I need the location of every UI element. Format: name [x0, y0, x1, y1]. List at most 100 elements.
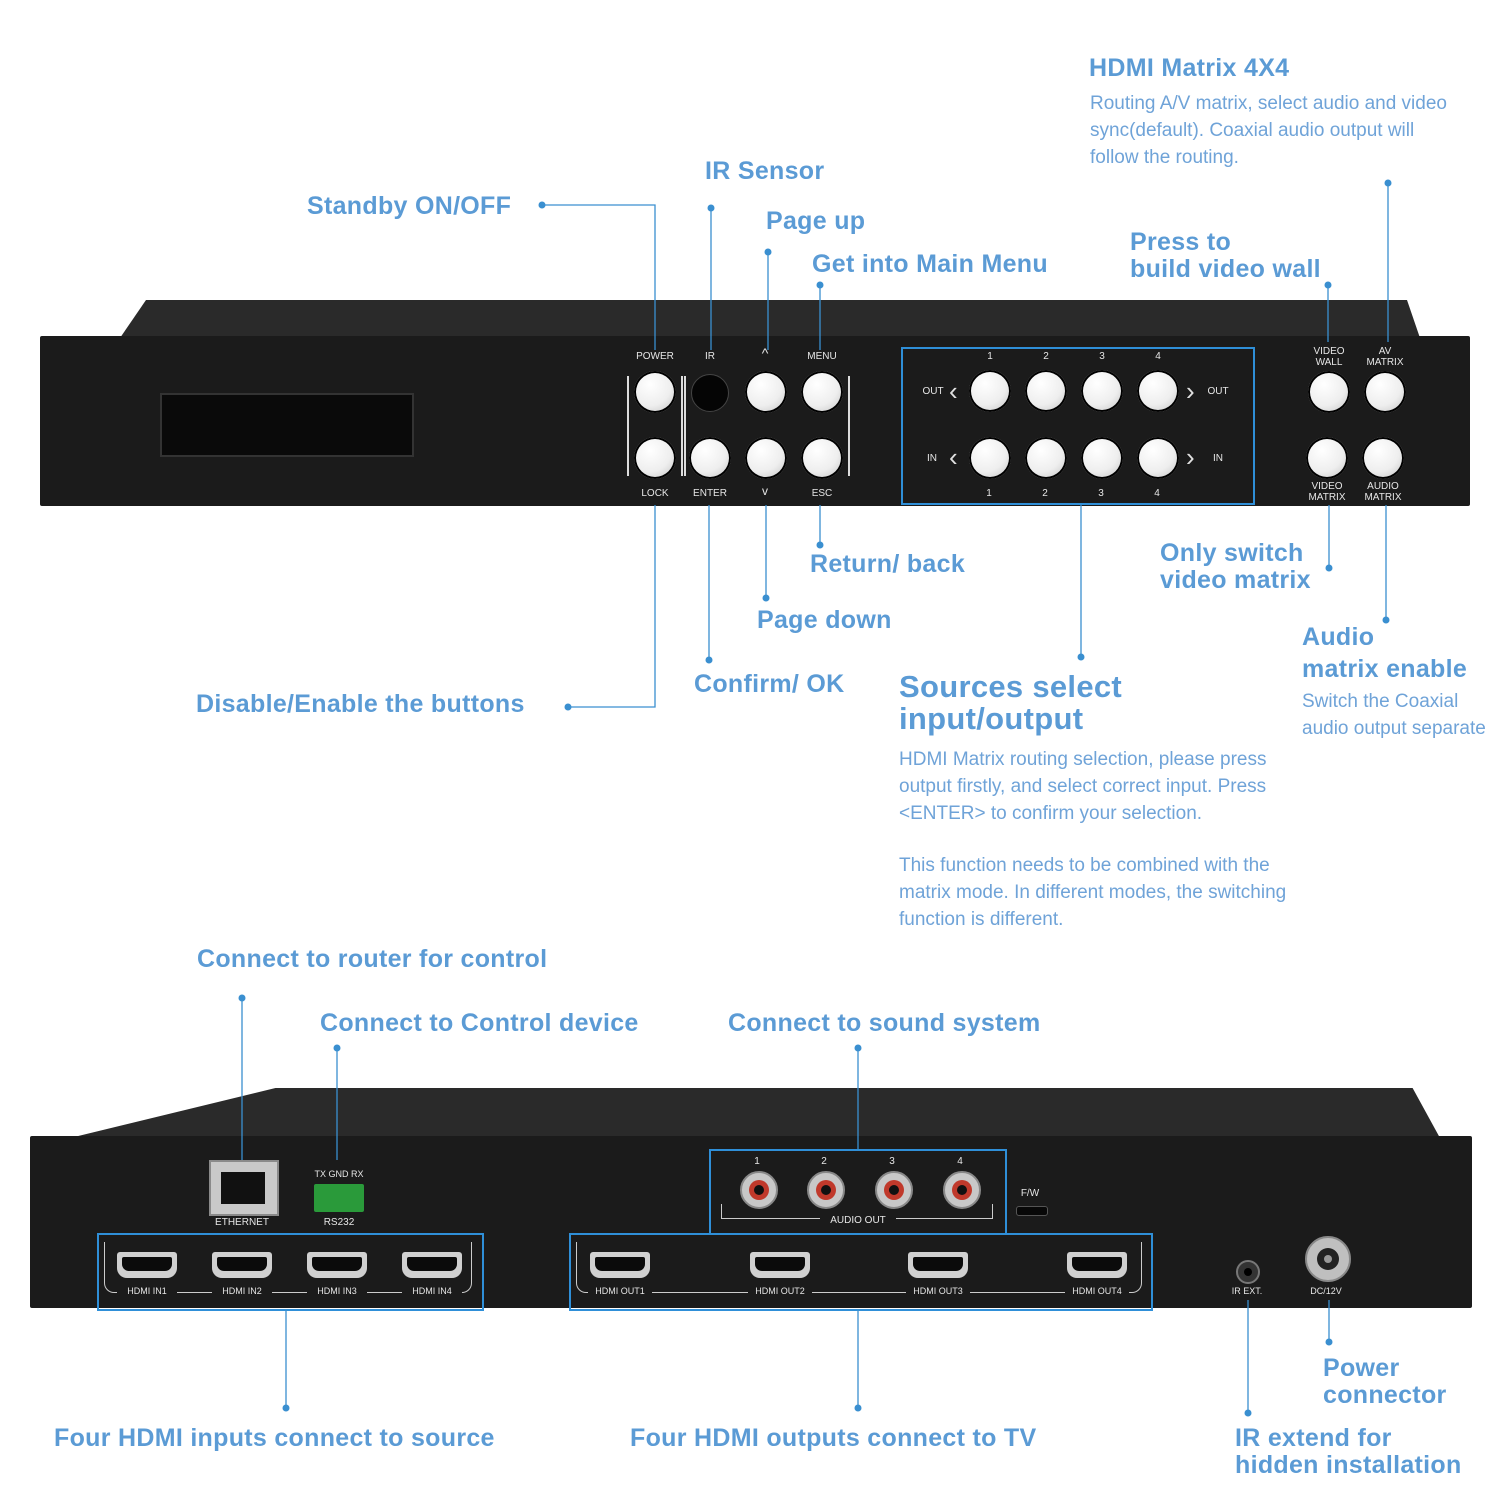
fw-port[interactable] [1016, 1206, 1048, 1216]
input-4-button[interactable] [1137, 437, 1179, 479]
in-num-4: 4 [1154, 488, 1160, 499]
out-right-chevron-icon: › [1186, 376, 1195, 406]
out-num-3: 3 [1099, 351, 1105, 362]
nav-bracket [684, 376, 850, 476]
dc-silk: DC/12V [1310, 1286, 1342, 1296]
audio-out-1-jack[interactable] [740, 1171, 778, 1209]
hdmi-in-3-port[interactable] [307, 1252, 367, 1278]
out-num-1: 1 [987, 351, 993, 362]
sources-desc-1: HDMI Matrix routing selection, please pr… [899, 749, 1267, 824]
page-down-button[interactable] [745, 437, 787, 479]
audio-matrix-button[interactable] [1362, 437, 1404, 479]
hdmi-out-3-silk: HDMI OUT3 [906, 1286, 970, 1297]
lock-silk: LOCK [641, 488, 669, 499]
hdmi-out-4-silk: HDMI OUT4 [1065, 1286, 1129, 1297]
ir-sensor-label: IR Sensor [705, 157, 825, 185]
in-right-chevron-icon: › [1186, 442, 1195, 472]
hdmi-in-2-port[interactable] [212, 1252, 272, 1278]
rs232-pins-silk: TX GND RX [314, 1169, 364, 1179]
input-2-button[interactable] [1025, 437, 1067, 479]
hdmi-outputs-label: Four HDMI outputs connect to TV [630, 1424, 1037, 1452]
ir-ext-silk: IR EXT. [1231, 1286, 1263, 1296]
confirm-ok-label: Confirm/ OK [694, 670, 845, 698]
in-silk-left: IN [927, 453, 937, 464]
up-silk: ^ [761, 345, 769, 361]
audio-num-4: 4 [957, 1156, 963, 1167]
disable-enable-label: Disable/Enable the buttons [196, 690, 525, 718]
hdmi-out-2-port[interactable] [750, 1252, 810, 1278]
hdmi-in-4-port[interactable] [402, 1252, 462, 1278]
out-left-chevron-icon: ‹ [949, 376, 958, 406]
rs232-terminal[interactable] [314, 1184, 364, 1212]
audio-out-4-jack[interactable] [943, 1171, 981, 1209]
esc-button[interactable] [801, 437, 843, 479]
power-silk: POWER [636, 351, 674, 362]
audio-out-2-jack[interactable] [807, 1171, 845, 1209]
hdmi-matrix-desc: Routing A/V matrix, select audio and vid… [1090, 93, 1447, 168]
out-silk-right: OUT [1207, 386, 1229, 397]
output-1-button[interactable] [969, 370, 1011, 412]
menu-button[interactable] [801, 371, 843, 413]
esc-silk: ESC [811, 488, 833, 499]
in-num-2: 2 [1042, 488, 1048, 499]
lock-bracket [627, 376, 683, 476]
power-button[interactable] [634, 371, 676, 413]
ethernet-port[interactable] [209, 1160, 279, 1216]
hdmi-in-4-silk: HDMI IN4 [402, 1286, 462, 1297]
ethernet-silk: ETHERNET [215, 1217, 269, 1228]
audio-matrix-desc: Switch the Coaxial audio output separate [1302, 691, 1486, 739]
ir-ext-jack[interactable] [1236, 1260, 1260, 1284]
ir-silk: IR [705, 351, 715, 362]
page-down-label: Page down [757, 606, 892, 634]
out-silk-left: OUT [922, 386, 944, 397]
enter-silk: ENTER [693, 488, 727, 499]
hdmi-in-1-silk: HDMI IN1 [117, 1286, 177, 1297]
hdmi-out-2-silk: HDMI OUT2 [748, 1286, 812, 1297]
rear-panel-top [70, 1088, 1440, 1138]
return-back-label: Return/ back [810, 550, 966, 578]
hdmi-out-4-port[interactable] [1067, 1252, 1127, 1278]
output-3-button[interactable] [1081, 370, 1123, 412]
hdmi-out-1-port[interactable] [590, 1252, 650, 1278]
output-2-button[interactable] [1025, 370, 1067, 412]
in-silk-right: IN [1213, 453, 1223, 464]
sound-system-label: Connect to sound system [728, 1009, 1041, 1037]
hdmi-inputs-label: Four HDMI inputs connect to source [54, 1424, 495, 1452]
down-silk: v [762, 484, 768, 498]
hdmi-in-2-silk: HDMI IN2 [212, 1286, 272, 1297]
video-wall-button[interactable] [1308, 371, 1350, 413]
menu-silk: MENU [807, 351, 837, 362]
ir-sensor-window [691, 374, 729, 412]
hdmi-in-bracket [104, 1242, 472, 1293]
main-menu-label: Get into Main Menu [812, 250, 1048, 278]
video-matrix-button[interactable] [1306, 437, 1348, 479]
input-3-button[interactable] [1081, 437, 1123, 479]
hdmi-in-frame [97, 1233, 484, 1311]
hdmi-out-3-port[interactable] [908, 1252, 968, 1278]
output-4-button[interactable] [1137, 370, 1179, 412]
hdmi-out-bracket [576, 1242, 1142, 1293]
page-up-button[interactable] [745, 371, 787, 413]
out-num-4: 4 [1155, 351, 1161, 362]
in-num-3: 3 [1098, 488, 1104, 499]
dc-power-jack[interactable] [1305, 1236, 1351, 1282]
audio-out-3-jack[interactable] [875, 1171, 913, 1209]
lock-button[interactable] [634, 437, 676, 479]
out-num-2: 2 [1043, 351, 1049, 362]
ethernet-socket [221, 1172, 265, 1204]
in-num-1: 1 [986, 488, 992, 499]
hdmi-in-3-silk: HDMI IN3 [307, 1286, 367, 1297]
audio-num-2: 2 [821, 1156, 827, 1167]
control-device-label: Connect to Control device [320, 1009, 639, 1037]
av-matrix-button[interactable] [1364, 371, 1406, 413]
hdmi-matrix-title: HDMI Matrix 4X4 [1089, 54, 1290, 82]
hdmi-in-1-port[interactable] [117, 1252, 177, 1278]
input-1-button[interactable] [969, 437, 1011, 479]
enter-button[interactable] [689, 437, 731, 479]
source-select-frame [901, 347, 1255, 505]
